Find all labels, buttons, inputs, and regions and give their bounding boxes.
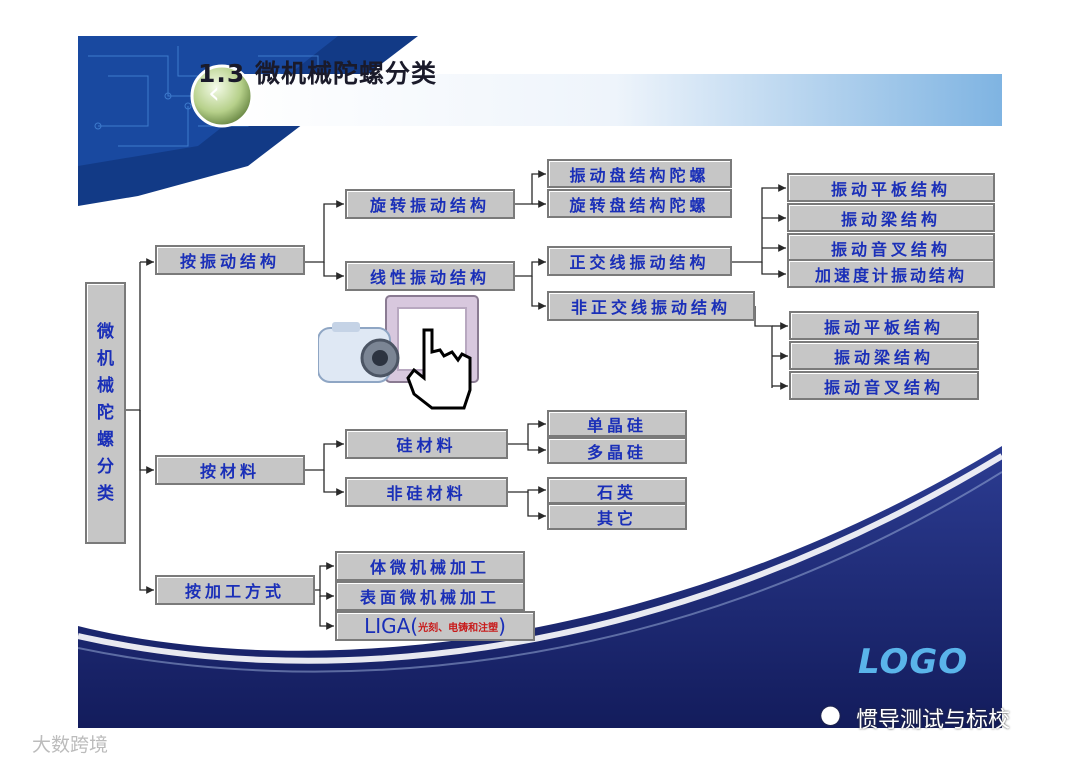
root-char: 类 — [97, 483, 114, 504]
wechat-icon: ● — [820, 700, 841, 728]
root-node: 微 机 械 陀 螺 分 类 — [85, 282, 126, 544]
watermark-brand: 大数跨境 — [32, 734, 109, 756]
node-rotary-vibration: 旋转振动结构 — [345, 189, 515, 219]
root-char: 螺 — [97, 429, 114, 450]
root-char: 分 — [97, 456, 114, 477]
watermark-text: 惯导测试与标校 — [856, 708, 1011, 733]
node-liga: LIGA(光刻、电铸和注塑) — [335, 611, 535, 641]
root-char: 械 — [97, 375, 114, 396]
slide-decoration — [78, 36, 1002, 728]
node-beam-structure: 振动梁结构 — [787, 203, 995, 232]
node-accelerometer-structure: 加速度计振动结构 — [787, 259, 995, 288]
logo-text: LOGO — [858, 642, 969, 682]
root-char: 机 — [97, 348, 114, 369]
slide-title: 1.3 微机械陀螺分类 — [198, 59, 437, 88]
node-bulk-micromachining: 体微机械加工 — [335, 551, 525, 581]
node-linear-vibration: 线性振动结构 — [345, 261, 515, 291]
node-by-material: 按材料 — [155, 455, 305, 485]
node-polycrystalline-silicon: 多晶硅 — [547, 437, 687, 464]
node-quartz: 石英 — [547, 477, 687, 504]
node-other: 其它 — [547, 503, 687, 530]
node-beam-structure: 振动梁结构 — [789, 341, 979, 370]
node-monocrystalline-silicon: 单晶硅 — [547, 410, 687, 437]
node-plate-structure: 振动平板结构 — [787, 173, 995, 202]
liga-label: LIGA( — [364, 614, 419, 638]
node-surface-micromachining: 表面微机械加工 — [335, 581, 525, 611]
node-by-vibration: 按振动结构 — [155, 245, 305, 275]
back-chevron-icon[interactable]: ‹ — [208, 76, 220, 111]
node-tuning-fork-structure: 振动音叉结构 — [789, 371, 979, 400]
liga-note: 光刻、电铸和注塑 — [418, 622, 499, 634]
camera-hand-clipart — [318, 295, 479, 410]
node-vibrating-disk-gyro: 振动盘结构陀螺 — [547, 159, 732, 188]
root-char: 陀 — [97, 402, 114, 423]
liga-close: ) — [498, 614, 506, 638]
node-rotating-disk-gyro: 旋转盘结构陀螺 — [547, 189, 732, 218]
node-non-orthogonal-line: 非正交线振动结构 — [547, 291, 755, 321]
node-by-process: 按加工方式 — [155, 575, 315, 605]
node-non-silicon-material: 非硅材料 — [345, 477, 508, 507]
node-plate-structure: 振动平板结构 — [789, 311, 979, 340]
root-char: 微 — [97, 321, 114, 342]
node-silicon-material: 硅材料 — [345, 429, 508, 459]
node-tuning-fork-structure: 振动音叉结构 — [787, 233, 995, 262]
node-orthogonal-line: 正交线振动结构 — [547, 246, 732, 276]
